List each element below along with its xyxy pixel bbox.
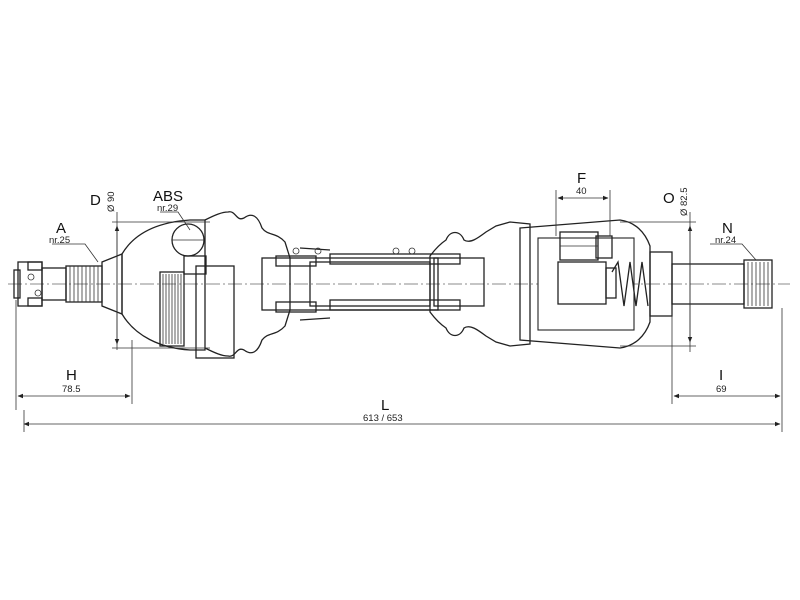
inner-joint-housing bbox=[519, 219, 651, 349]
label-h-sub: 78.5 bbox=[62, 384, 81, 395]
label-f: F bbox=[577, 170, 586, 187]
label-d-sub: Ø 90 bbox=[106, 191, 117, 212]
label-f-sub: 40 bbox=[576, 186, 587, 197]
label-a-sub: nr.25 bbox=[49, 235, 70, 246]
left-stub bbox=[13, 253, 123, 315]
label-i: I bbox=[719, 367, 723, 384]
label-o-sub: Ø 82.5 bbox=[679, 187, 690, 216]
label-abs: ABS bbox=[153, 188, 183, 205]
dimension-lines bbox=[15, 190, 783, 432]
label-o: O bbox=[663, 190, 675, 207]
main-shaft bbox=[261, 247, 461, 321]
label-i-sub: 69 bbox=[716, 384, 727, 395]
inner-boot bbox=[429, 221, 531, 347]
label-n: N bbox=[722, 220, 733, 237]
label-abs-sub: nr.29 bbox=[157, 203, 178, 214]
right-stub bbox=[649, 251, 773, 317]
label-l: L bbox=[381, 397, 389, 414]
label-l-sub: 613 / 653 bbox=[363, 413, 403, 424]
label-a: A bbox=[56, 220, 66, 237]
outer-cv-joint bbox=[121, 211, 291, 359]
label-h: H bbox=[66, 367, 77, 384]
label-n-sub: nr.24 bbox=[715, 235, 736, 246]
label-d: D bbox=[90, 192, 101, 209]
